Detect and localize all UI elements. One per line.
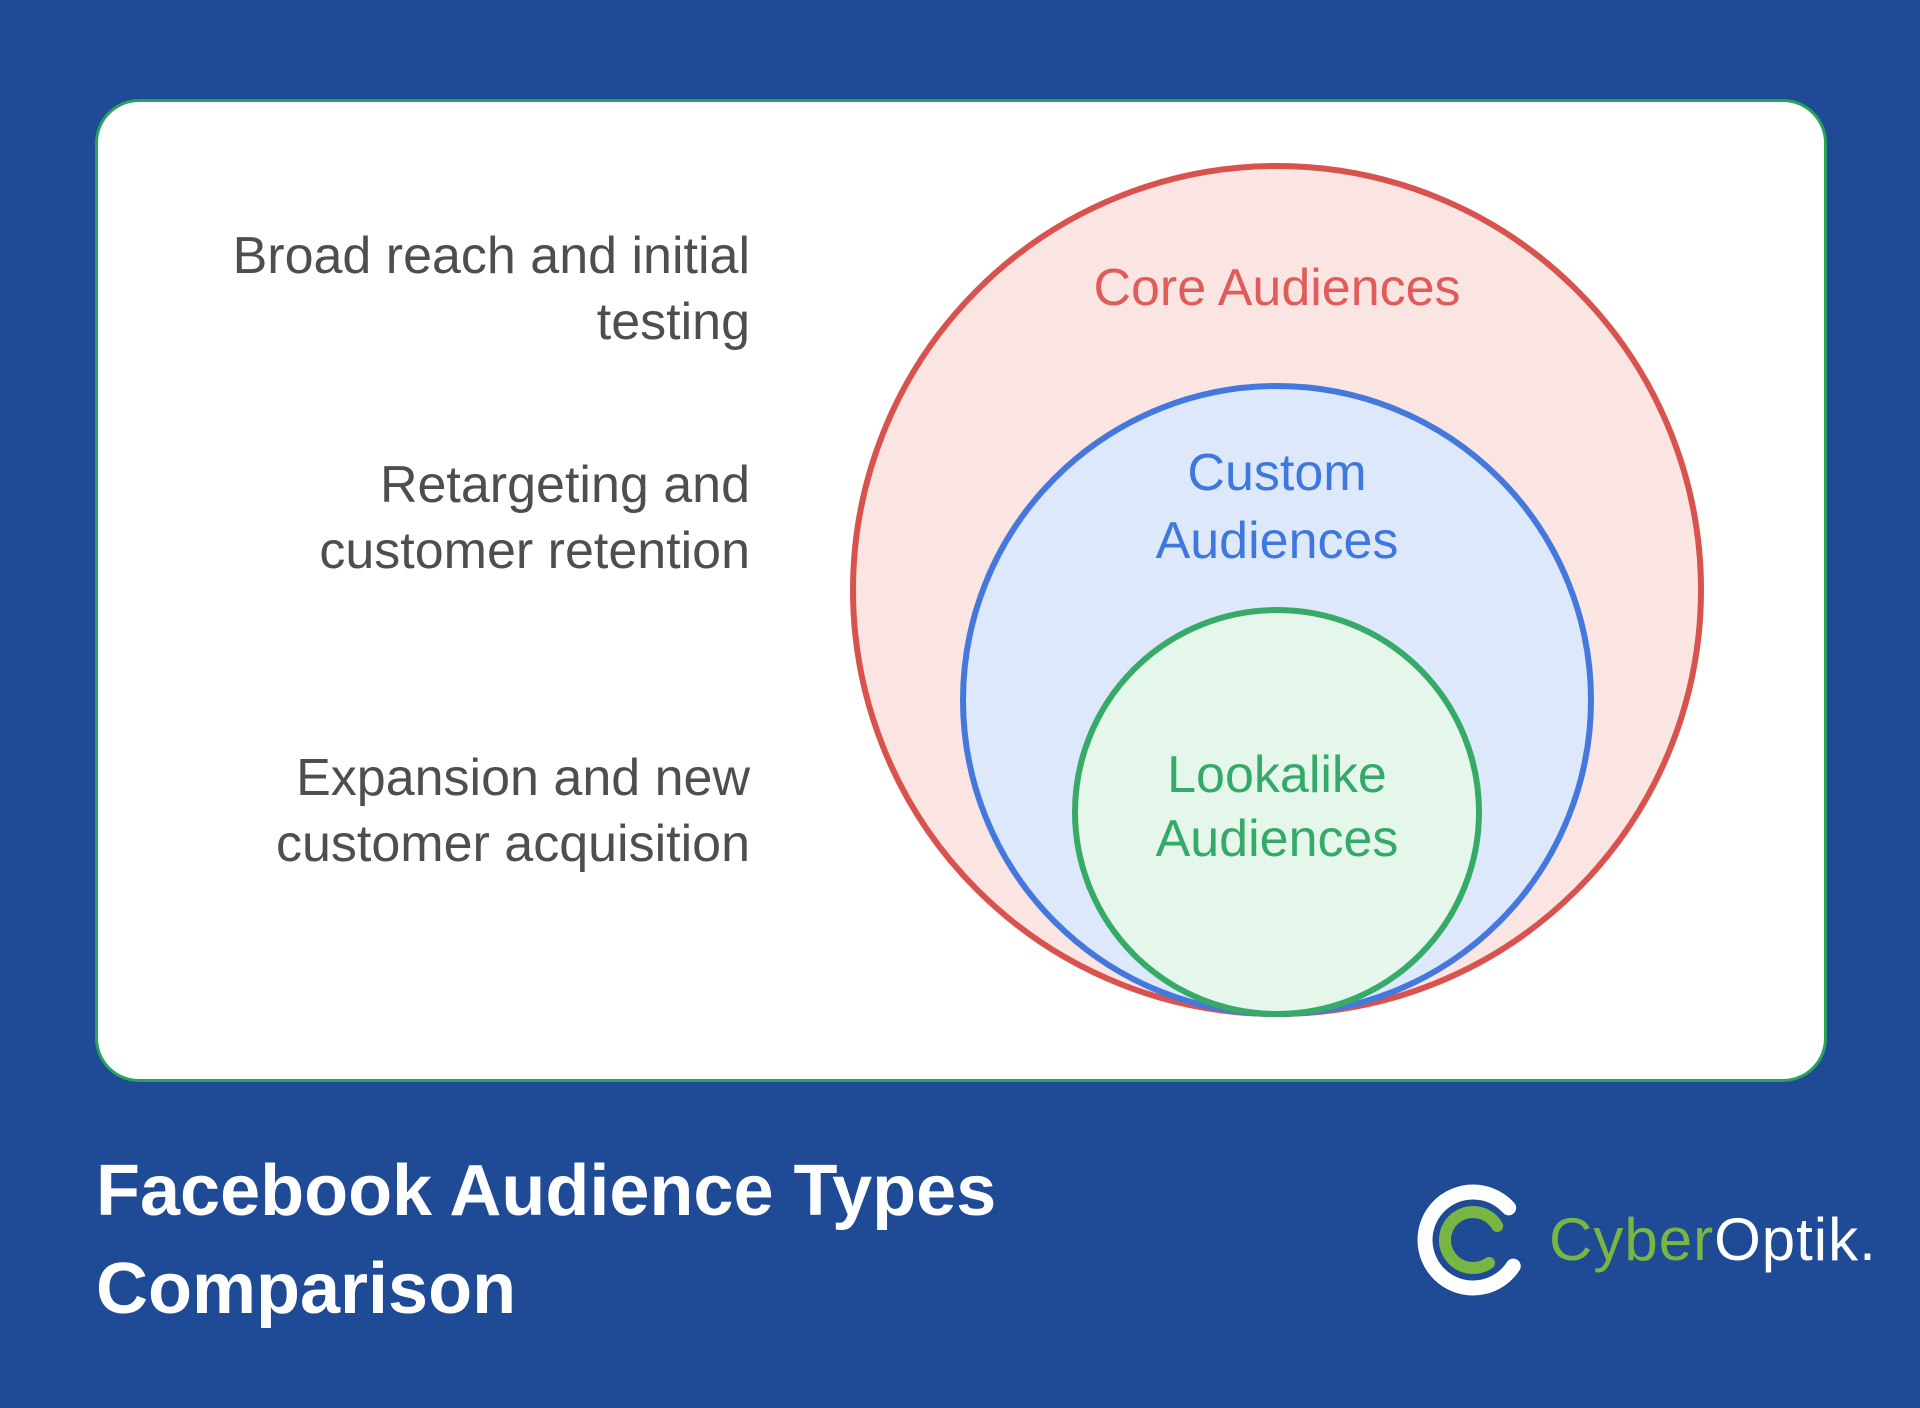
lookalike-audiences-label: Lookalike Audiences xyxy=(1107,743,1447,871)
lookalike-audiences-circle xyxy=(1072,607,1482,1017)
custom-audiences-label: Custom Audiences xyxy=(1107,439,1447,575)
page-title: Facebook Audience Types Comparison xyxy=(96,1142,1246,1338)
core-audiences-label-line: Core Audiences xyxy=(1093,259,1461,317)
custom-audiences-label-line-1: Custom xyxy=(1187,444,1367,502)
side-label-retargeting: Retargeting and customer retention xyxy=(150,452,750,584)
side-label-expansion: Expansion and new customer acquisition xyxy=(150,745,750,877)
side-label-line: customer acquisition xyxy=(276,815,750,873)
side-label-line: Retargeting and xyxy=(379,456,750,514)
custom-audiences-label-line-2: Audiences xyxy=(1155,512,1399,570)
brand-name-cyber: Cyber xyxy=(1549,1206,1715,1273)
side-label-line: testing xyxy=(596,293,750,351)
side-label-line: customer retention xyxy=(319,522,750,580)
side-label-line: Broad reach and initial xyxy=(232,227,750,285)
nested-c-rings-icon xyxy=(1417,1184,1529,1296)
side-label-line: Expansion and new xyxy=(296,749,750,807)
side-label-broad-reach: Broad reach and initial testing xyxy=(150,223,750,355)
lookalike-audiences-label-line-1: Lookalike xyxy=(1167,746,1387,804)
brand-name-optik: Optik. xyxy=(1714,1206,1877,1273)
page-title-line-1: Facebook Audience Types xyxy=(96,1151,997,1231)
core-audiences-label: Core Audiences xyxy=(977,255,1577,321)
page-title-line-2: Comparison xyxy=(96,1249,517,1329)
lookalike-audiences-label-line-2: Audiences xyxy=(1155,810,1399,868)
cyberoptik-wordmark: CyberOptik. xyxy=(1549,1210,1877,1270)
cyberoptik-logo: CyberOptik. xyxy=(1413,1180,1877,1300)
